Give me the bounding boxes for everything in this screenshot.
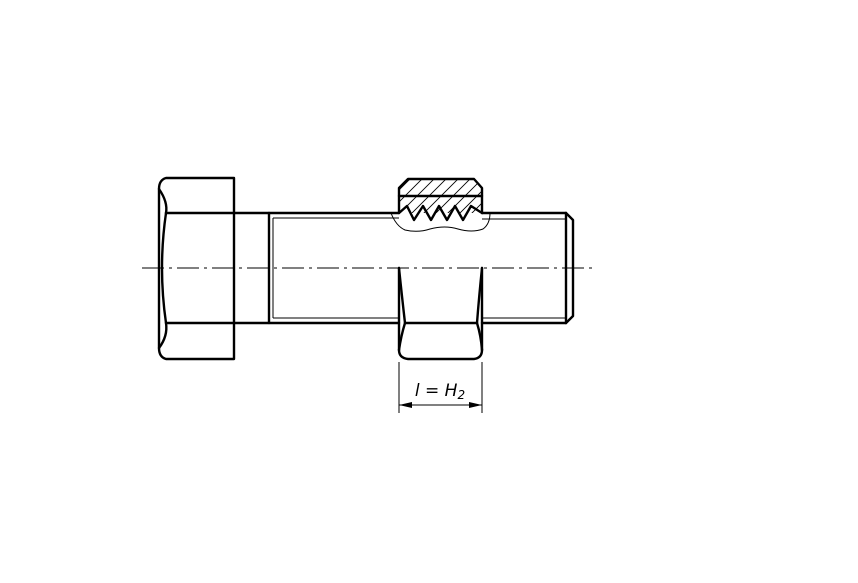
nut-lower-view [397,266,484,361]
bolt-head [157,176,236,361]
dimension-nut-height: l = H2 [398,362,483,413]
dimension-symbol-h: H [445,381,458,401]
nut-upper-section [390,177,491,232]
dimension-symbol-l: l [415,381,420,401]
dimension-equals: = [420,381,445,401]
bolt-shank [232,211,575,325]
dimension-label: l = H2 [415,381,465,402]
dimension-subscript: 2 [457,388,465,402]
